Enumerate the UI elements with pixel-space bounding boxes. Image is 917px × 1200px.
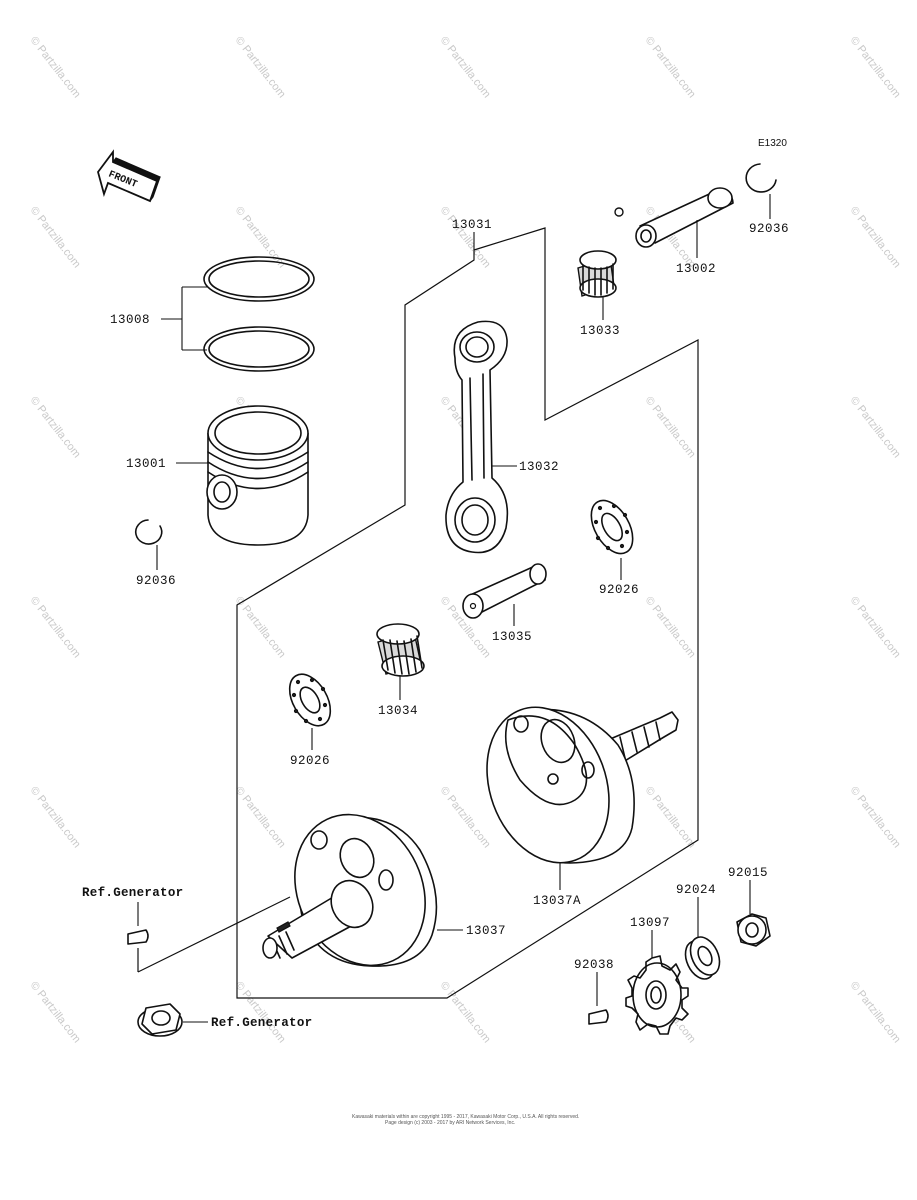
part-label-13032: 13032 (519, 460, 559, 474)
part-label-13037: 13037 (466, 924, 506, 938)
watermark: © Partzilla.com (28, 394, 83, 460)
watermark: © Partzilla.com (643, 784, 698, 850)
watermark: © Partzilla.com (233, 594, 288, 660)
generator-ref-leader (137, 896, 291, 973)
watermark: © Partzilla.com (643, 594, 698, 660)
watermark: © Partzilla.com (848, 594, 903, 660)
needle-bearing-13033 (577, 250, 617, 298)
part-label-92015: 92015 (728, 866, 768, 880)
needle-bearing-13034 (376, 623, 425, 677)
part-label-92026-right: 92026 (599, 583, 639, 597)
washer-92024 (684, 936, 721, 980)
watermark: © Partzilla.com (28, 34, 83, 100)
watermark: © Partzilla.com (643, 394, 698, 460)
ref-generator-nut-label: Ref.Generator (211, 1016, 312, 1030)
watermark: © Partzilla.com (848, 204, 903, 270)
watermark: © Partzilla.com (28, 594, 83, 660)
thrust-washer-92026-right (590, 499, 634, 555)
piston-pin-13002 (614, 187, 734, 248)
copyright-line-2: Page design (c) 2003 - 2017 by ARI Netwo… (385, 1120, 515, 1126)
part-label-13008: 13008 (110, 313, 150, 327)
watermark: © Partzilla.com (848, 979, 903, 1045)
leader-13008 (161, 286, 207, 351)
part-label-92036-left: 92036 (136, 574, 176, 588)
part-label-13033: 13033 (580, 324, 620, 338)
circlip-92036-top (745, 163, 777, 193)
thrust-washer-92026-left (288, 673, 332, 727)
watermark: © Partzilla.com (848, 394, 903, 460)
part-label-13034: 13034 (378, 704, 418, 718)
watermark: © Partzilla.com (233, 784, 288, 850)
watermark: © Partzilla.com (28, 784, 83, 850)
piston-13001 (206, 405, 309, 546)
front-arrow-icon: FRONT (97, 149, 161, 203)
copyright-line-1: Kawasaki materials within are copyright … (352, 1114, 579, 1120)
crank-pin-13035 (462, 563, 547, 619)
part-label-13031: 13031 (452, 218, 492, 232)
circlip-92036-left (134, 519, 163, 545)
connecting-rod-13032 (445, 320, 509, 554)
woodruff-key-92038-icon (588, 1009, 609, 1025)
watermark: © Partzilla.com (28, 204, 83, 270)
crankshaft-13037 (262, 813, 438, 967)
watermark: © Partzilla.com (233, 979, 288, 1045)
part-label-13035: 13035 (492, 630, 532, 644)
watermark: © Partzilla.com (28, 979, 83, 1045)
watermark: © Partzilla.com (643, 34, 698, 100)
part-label-92036-top: 92036 (749, 222, 789, 236)
part-label-13097: 13097 (630, 916, 670, 930)
watermark: © Partzilla.com (848, 784, 903, 850)
crankshaft-13037A (486, 706, 679, 864)
watermark: © Partzilla.com (848, 34, 903, 100)
piston-ring-13008 (203, 256, 315, 372)
watermark: © Partzilla.com (438, 204, 493, 270)
connecting-rod-assembly-frame (236, 227, 699, 999)
part-label-13002: 13002 (676, 262, 716, 276)
part-label-92038: 92038 (574, 958, 614, 972)
part-label-13001: 13001 (126, 457, 166, 471)
flange-nut-icon (137, 1003, 183, 1037)
part-label-13037A: 13037A (533, 894, 581, 908)
watermark: © Partzilla.com (233, 34, 288, 100)
woodruff-key-icon (127, 929, 149, 945)
gear-13097 (625, 955, 689, 1035)
part-label-92026-left: 92026 (290, 754, 330, 768)
ref-generator-key-label: Ref.Generator (82, 886, 183, 900)
diagram-code: E1320 (758, 138, 787, 149)
nut-92015 (736, 913, 771, 947)
part-label-92024: 92024 (676, 883, 716, 897)
watermark: © Partzilla.com (438, 979, 493, 1045)
watermark: © Partzilla.com (438, 34, 493, 100)
watermark: © Partzilla.com (438, 784, 493, 850)
